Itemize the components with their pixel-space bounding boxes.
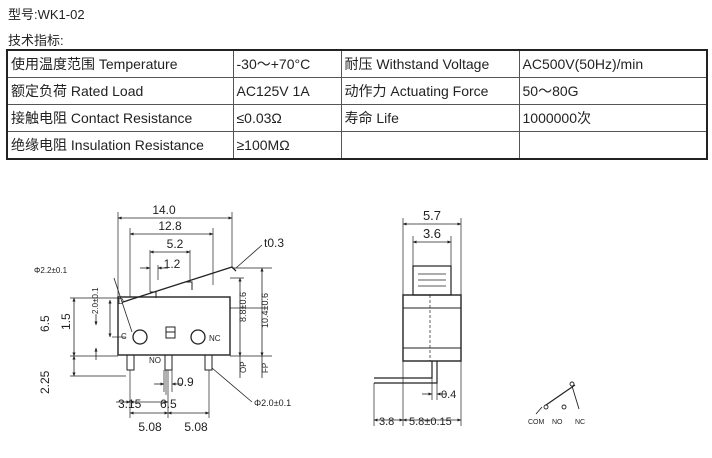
switch-body [117, 296, 231, 356]
table-cell: AC125V 1A [232, 77, 342, 105]
dim-3-6: 3.6 [423, 226, 441, 241]
dim-8-8: 8.8±0.6 [238, 292, 248, 322]
schematic [535, 381, 580, 415]
dim-5-2: 5.2 [167, 237, 184, 251]
dim-10-4: 10.4±0.6 [260, 293, 270, 328]
dim-t0-3: t0.3 [264, 236, 284, 250]
dim-5-8: 5.8±0.15 [409, 416, 452, 428]
dim-phi2-0: Φ2.0±0.1 [254, 398, 291, 408]
com-terminal [543, 404, 549, 410]
side-body [402, 294, 462, 362]
label-no: NO [149, 356, 161, 365]
pin-nc [204, 354, 213, 371]
pin-com [126, 354, 135, 371]
schematic-no-label: NO [552, 419, 563, 426]
table-cell [340, 131, 520, 160]
dim-12-8: 12.8 [158, 219, 182, 233]
side-view [373, 218, 462, 426]
side-lever [412, 265, 452, 296]
table-cell: 使用温度范围 Temperature [6, 49, 234, 78]
side-pin [374, 361, 438, 384]
dim-1-5: 1.5 [59, 313, 73, 330]
table-cell [518, 131, 708, 160]
technical-drawing: 14.0 12.8 5.2 1.2 t0.3 Φ2.2±0.1 2.0±0.1 … [34, 203, 585, 434]
table-cell: ≤0.03Ω [232, 104, 342, 132]
spec-table: 使用温度范围 Temperature -30～+70°C 耐压 Withstan… [6, 49, 708, 160]
dim-14: 14.0 [152, 203, 176, 217]
dim-2-25: 2.25 [38, 370, 52, 394]
table-cell: 额定负荷 Rated Load [6, 77, 234, 105]
table-row: 使用温度范围 Temperature -30～+70°C 耐压 Withstan… [6, 49, 708, 78]
table-row: 绝缘电阻 Insulation Resistance ≥100MΩ [6, 131, 708, 160]
dim-5-08-left: 5.08 [138, 420, 162, 434]
table-row: 接触电阻 Contact Resistance ≤0.03Ω 寿命 Life 1… [6, 104, 708, 132]
dim-1-2: 1.2 [164, 257, 181, 271]
mounting-hole-right [190, 329, 206, 345]
spec-title: 技术指标: [8, 33, 64, 48]
schematic-com-label: COM [528, 419, 545, 426]
label-d: D [118, 297, 124, 306]
dim-5-7: 5.7 [423, 208, 441, 223]
label-fp: FP [261, 363, 270, 373]
table-cell: -30～+70°C [232, 49, 342, 78]
table-cell: ≥100MΩ [232, 131, 342, 160]
table-cell: 动作力 Actuating Force [340, 77, 520, 105]
table-cell: 寿命 Life [340, 104, 520, 132]
label-op: OP [239, 361, 248, 373]
pin-no [164, 354, 173, 371]
dim-5-08-right: 5.08 [184, 420, 208, 434]
model-label: 型号:WK1-02 [8, 7, 85, 22]
dim-2-0: 2.0±0.1 [91, 287, 100, 314]
dim-6-5-horizontal: 6.5 [160, 397, 177, 411]
dim-3-15: 3.15 [118, 397, 142, 411]
table-cell: 50～80G [518, 77, 708, 105]
dim-0-9: 0.9 [177, 375, 194, 389]
no-terminal [561, 404, 567, 410]
front-view [70, 212, 272, 418]
table-cell: 绝缘电阻 Insulation Resistance [6, 131, 234, 160]
label-c: C [121, 332, 127, 341]
table-cell: 1000000次 [518, 104, 708, 132]
dim-3-8: 3.8 [379, 416, 394, 428]
table-cell: 接触电阻 Contact Resistance [6, 104, 234, 132]
table-cell: AC500V(50Hz)/min [518, 49, 708, 78]
label-nc: NC [209, 334, 221, 343]
lever-mount [150, 281, 193, 298]
mounting-hole-left [132, 329, 148, 345]
dim-6-5-vertical: 6.5 [38, 315, 52, 332]
table-row: 额定负荷 Rated Load AC125V 1A 动作力 Actuating … [6, 77, 708, 105]
table-cell: 耐压 Withstand Voltage [340, 49, 520, 78]
dim-phi2-2: Φ2.2±0.1 [34, 266, 68, 275]
dim-0-4: 0.4 [441, 389, 456, 401]
schematic-nc-label: NC [575, 419, 585, 426]
